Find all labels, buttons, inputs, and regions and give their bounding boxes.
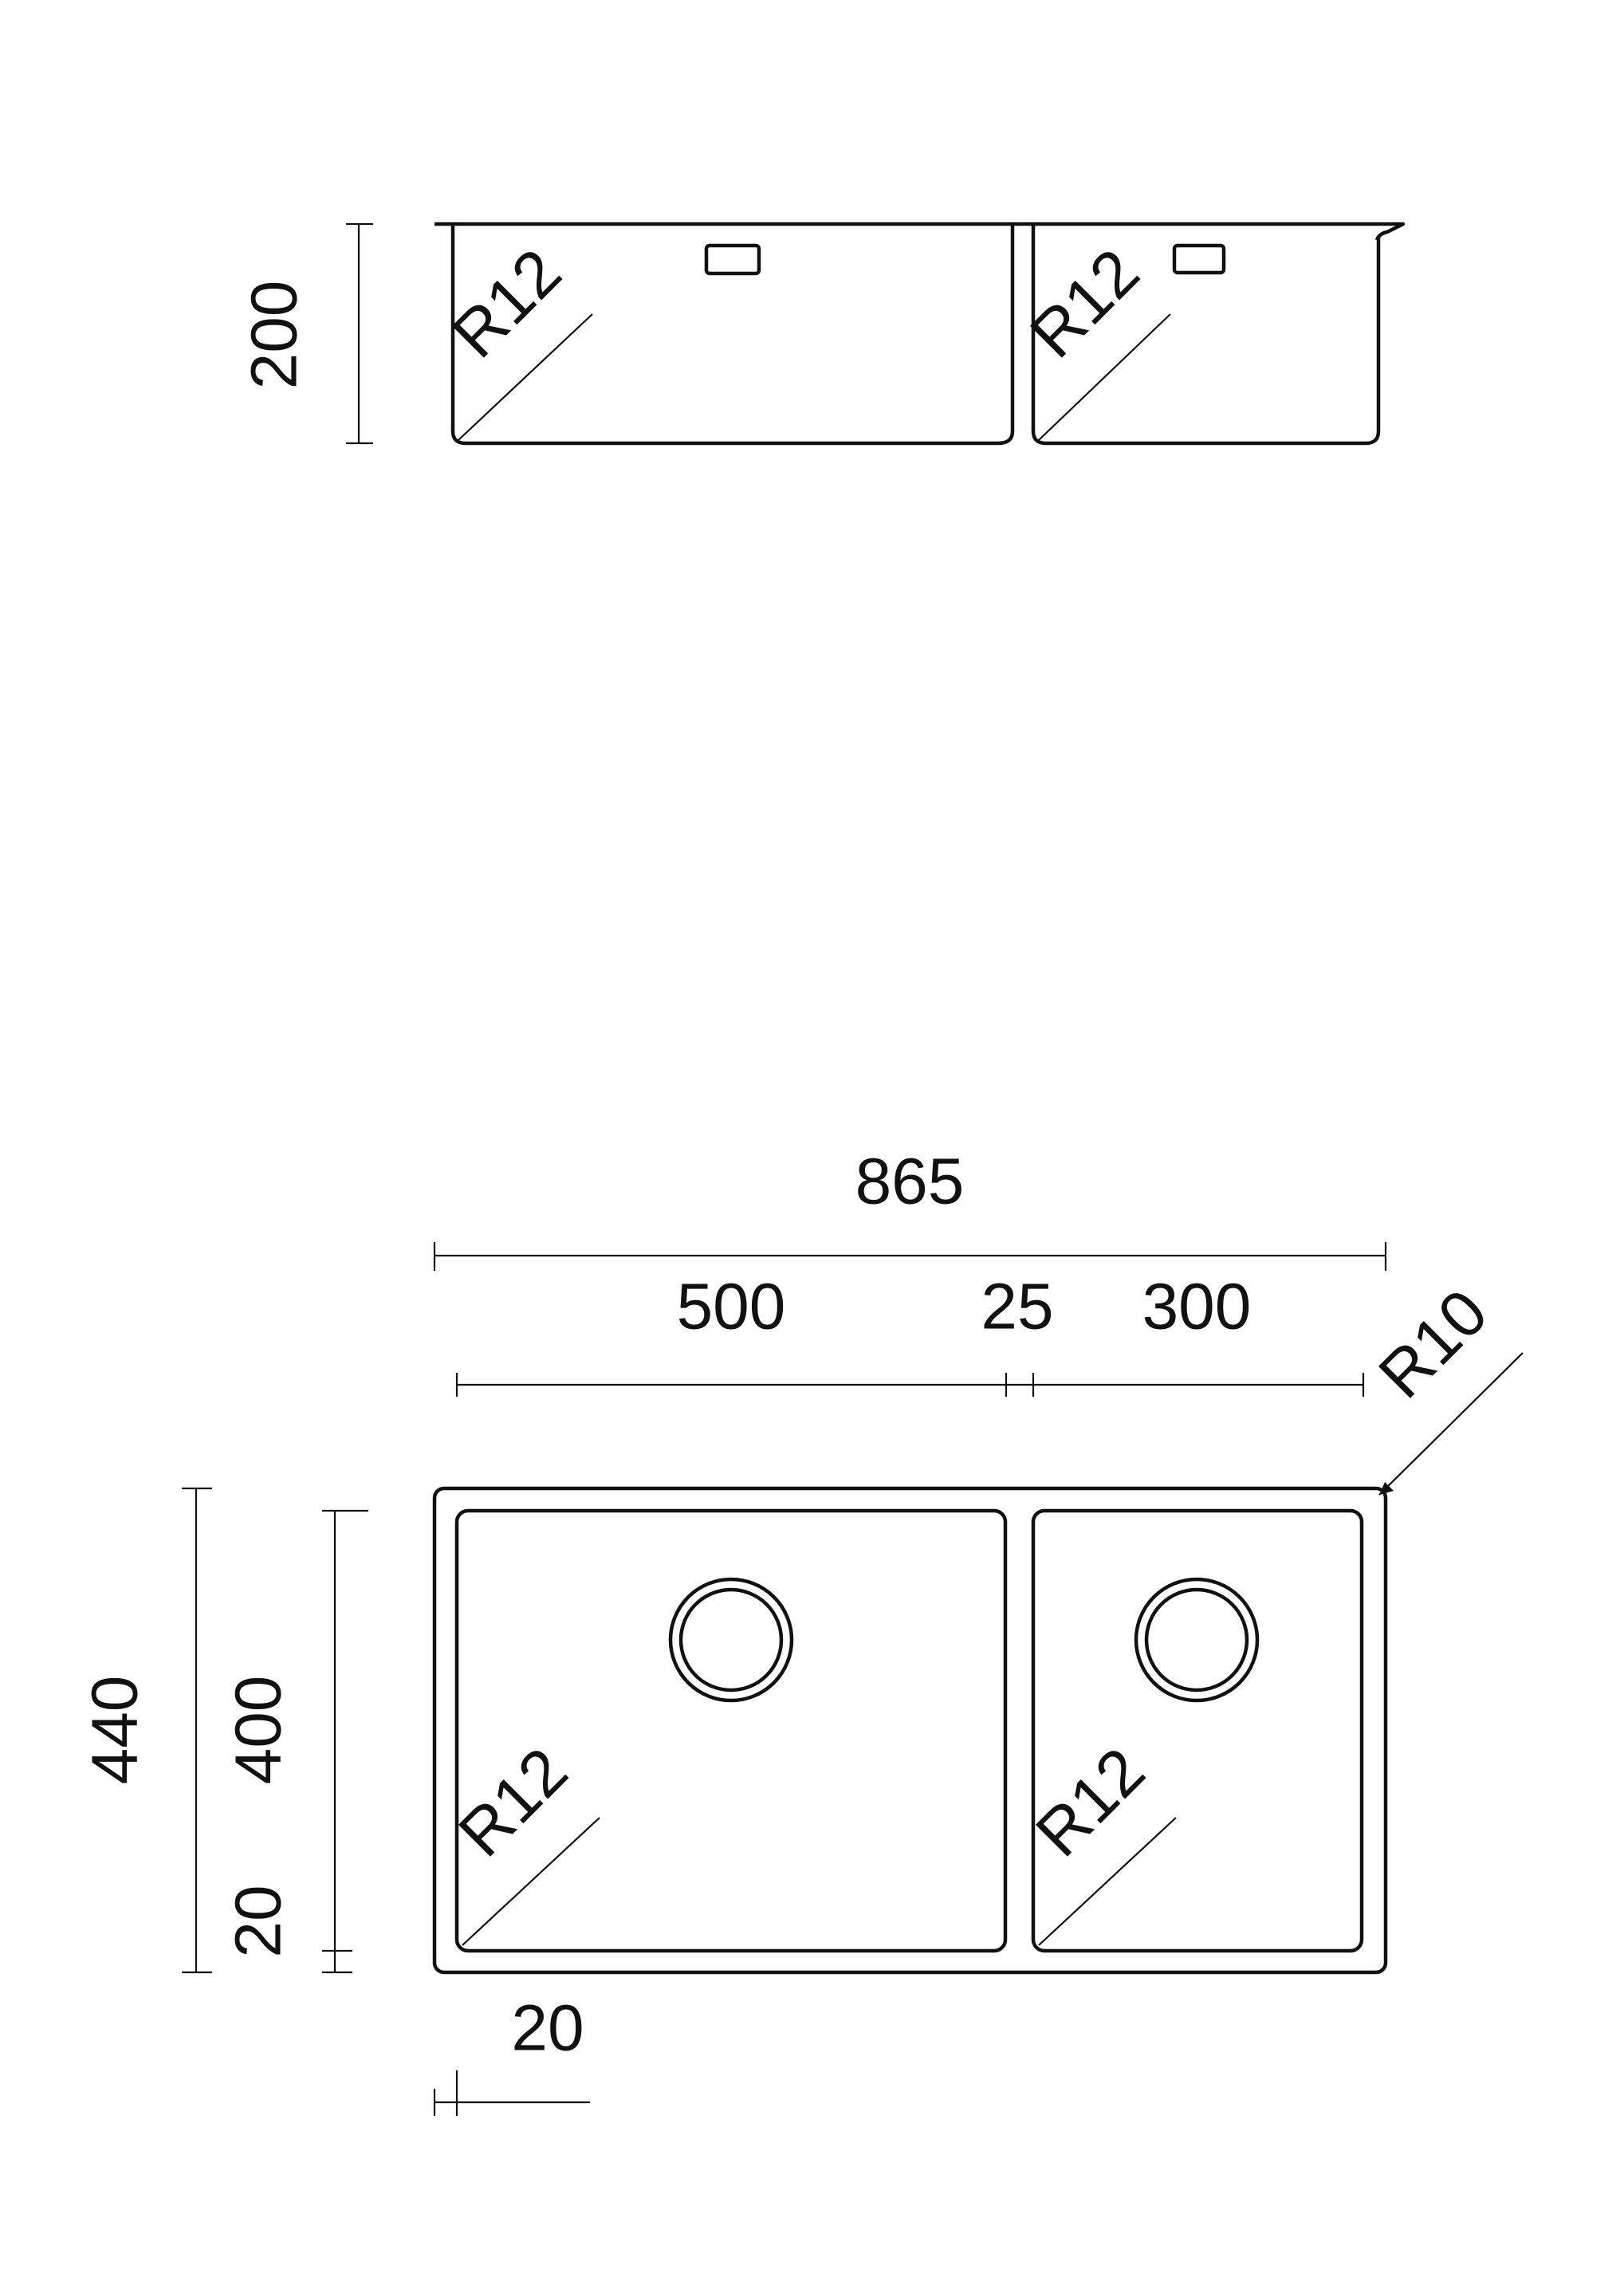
top-view-corner-radius-leader: [1378, 1352, 1524, 1496]
bottom-rim-label: 20: [222, 1885, 295, 1957]
top-view-right-bowl: [1031, 1508, 1364, 1953]
left-bowl-width-label: 500: [677, 1271, 786, 1343]
side-view-left-radius-leader: [458, 313, 593, 441]
left-rim-label: 20: [511, 1992, 584, 2065]
top-view-right-radius-leader: [1038, 1817, 1177, 1946]
side-view-right-radius-leader: [1038, 313, 1171, 441]
left-bowl-radius-label: R12: [446, 1735, 582, 1871]
side-view-left-overflow: [704, 243, 761, 276]
top-view-right-drain: [1134, 1577, 1260, 1703]
right-bowl-width-label: 300: [1142, 1271, 1252, 1343]
right-bowl-radius-label: R12: [1023, 1735, 1159, 1871]
top-view-left-bowl: [454, 1508, 1008, 1953]
top-view-outer-rim: [432, 1486, 1388, 1975]
side-view: 200 R12 R12: [238, 222, 1406, 446]
divider-width-label: 25: [981, 1271, 1053, 1343]
overall-width-label: 865: [855, 1146, 965, 1218]
side-view-left-bowl: [450, 226, 1015, 446]
side-view-right-bowl: [1031, 226, 1381, 446]
side-view-left-radius-label: R12: [439, 236, 576, 372]
top-view-left-radius-leader: [462, 1817, 600, 1946]
bowl-depth-label: 400: [222, 1676, 295, 1785]
top-view-corner-radius-arrow: [1379, 1482, 1394, 1495]
corner-radius-label: R10: [1366, 1276, 1502, 1413]
side-view-height-label: 200: [238, 281, 311, 390]
side-view-right-overflow: [1172, 243, 1226, 275]
top-view-left-drain: [668, 1577, 794, 1703]
overall-depth-label: 440: [79, 1676, 151, 1785]
top-view: 865 500 25 300 R10 440 400 20 20 R12 R12: [79, 1146, 1524, 2116]
side-view-rim: [435, 222, 1406, 241]
